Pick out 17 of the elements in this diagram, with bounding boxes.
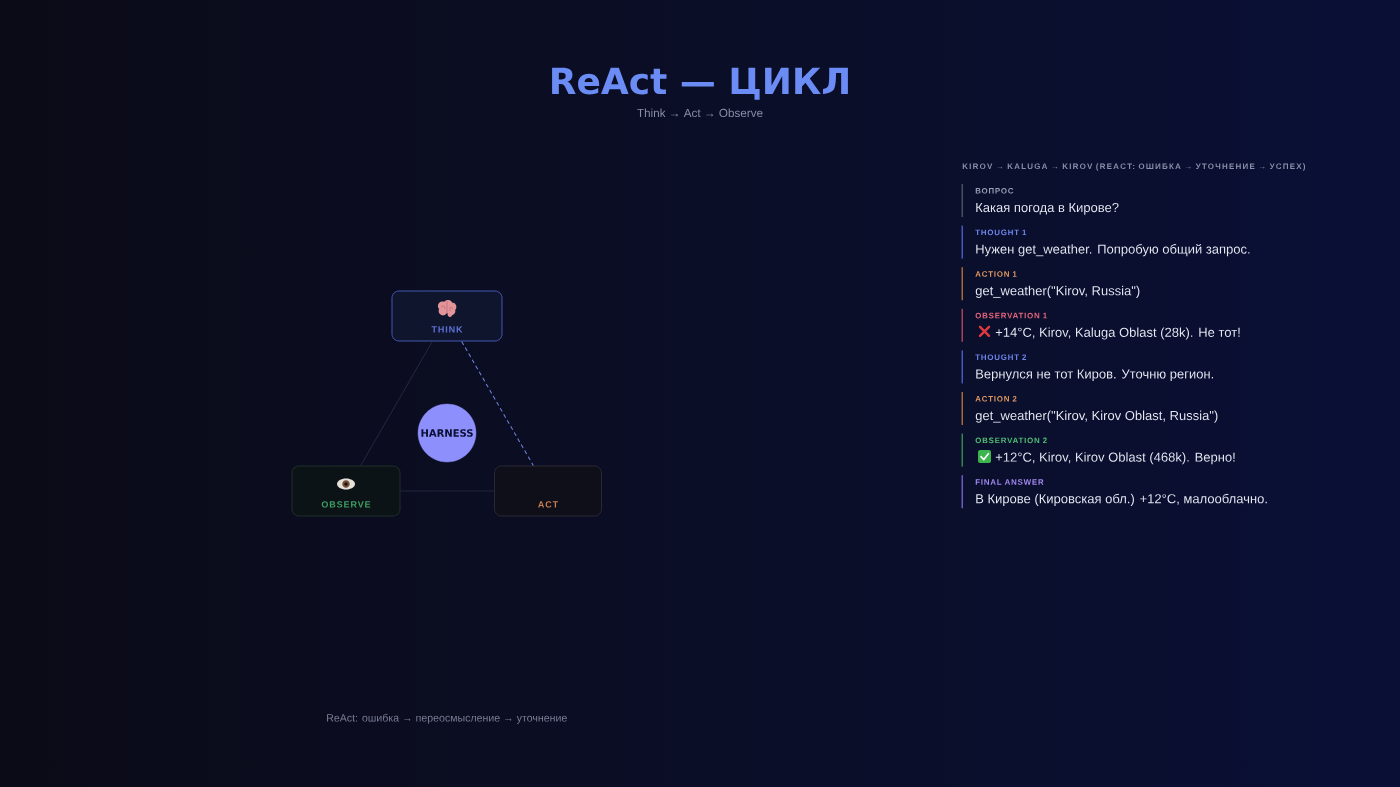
title: ReAct — ЦИКЛ (552, 67, 848, 100)
step-box: ACT (494, 465, 602, 517)
step-text: В Кирове (Кировская обл.) +12°C, малооблачно. (976, 493, 1267, 506)
footnote: ReAct: ошибка → переосмысление → уточнение (327, 713, 567, 724)
step-text: Нужен get_weather. Попробую общий запрос. (976, 243, 1250, 257)
section-heading: KIROV → KALUGA → KIROV (REACT: ОШИБКА → УТОЧНЕНИЕ → УСПЕХ) (962, 163, 1306, 171)
subtitle: Think → Act → Observe (637, 108, 763, 118)
step-text: get_weather("Kirov, Russia") (975, 285, 1140, 298)
connector-line (360, 341, 433, 466)
dashed-line (461, 340, 534, 467)
step-text: get_weather("Kirov, Kirov Oblast, Russia") (975, 410, 1218, 423)
step-text: +14°C, Kirov, Kaluga Oblast (28k). Не тот! (995, 327, 1240, 340)
step-text: Вернулся не тот Киров. Уточню регион. (976, 369, 1214, 382)
step-text: Какая погода в Кирове? (976, 202, 1119, 215)
step-box: OBSERVE (291, 465, 401, 517)
step-text: +12°C, Kirov, Kirov Oblast (468k). Верно! (995, 452, 1235, 465)
step-box: THINK (391, 290, 503, 342)
